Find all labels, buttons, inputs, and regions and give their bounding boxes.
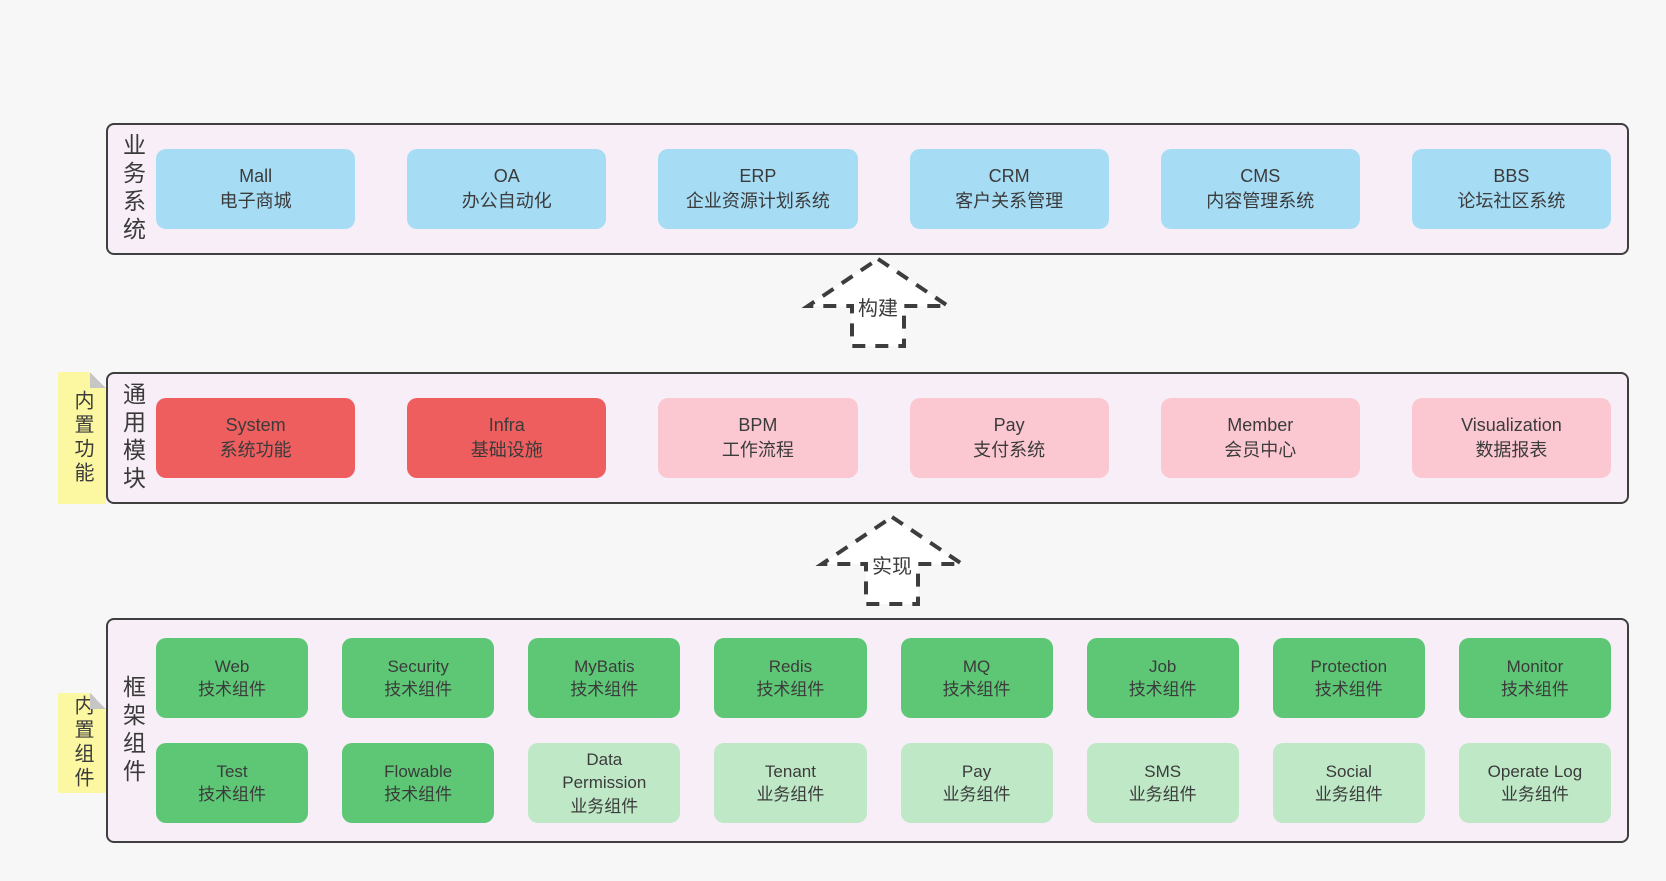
module-box-name: OA — [493, 166, 520, 187]
module-box-name: Web — [214, 656, 250, 676]
box-row: Mall 电子商城 OA 办公自动化 ERP 企业资源计划系统 CRM 客户关系管理 CMS 内容… — [156, 125, 1627, 253]
build-arrow: 构建 — [798, 256, 958, 350]
module-box-name: Pay — [993, 415, 1025, 436]
module-box-desc: 内容管理系统 — [1206, 191, 1315, 211]
module-box-desc: 会员中心 — [1224, 440, 1297, 460]
module-box-name: Test — [216, 761, 248, 781]
module-box-desc: 技术组件 — [756, 680, 825, 699]
module-box-desc: 企业资源计划系统 — [685, 191, 830, 211]
module-box-name: Data Permission — [562, 749, 647, 793]
module-box-name: Redis — [768, 656, 813, 676]
module-box-name: Monitor — [1506, 656, 1564, 676]
module-box-desc: 客户关系管理 — [955, 191, 1064, 211]
module-box-name: SMS — [1144, 761, 1182, 781]
module-box-name: Tenant — [764, 761, 816, 781]
panel-side-label: 通用模块 — [119, 382, 146, 494]
sticky-note-built-in-components: 内置组件 — [58, 693, 106, 793]
panel-common-modules: 通用模块 System 系统功能 Infra 基础设施 BPM 工作流程 Pay 支付系统 Me… — [106, 372, 1629, 504]
module-box-name: Visualization — [1461, 415, 1562, 436]
panel-business-systems: 业务系统 Mall 电子商城 OA 办公自动化 ERP 企业资源计划系统 CRM 客户关系管理… — [106, 123, 1629, 255]
module-box-desc: 业务组件 — [1314, 785, 1383, 804]
module-box-desc: 基础设施 — [470, 440, 543, 460]
module-box-desc: 技术组件 — [1314, 680, 1383, 699]
module-box-desc: 论坛社区系统 — [1457, 191, 1566, 211]
module-box: Social 业务组件 — [1272, 743, 1425, 823]
module-box-name: Job — [1148, 656, 1177, 676]
module-box: CMS 内容管理系统 — [1160, 149, 1360, 229]
module-box-desc: 业务组件 — [570, 796, 639, 816]
module-box: MQ 技术组件 — [900, 638, 1053, 718]
module-box-name: Social — [1325, 761, 1372, 781]
panel-side-label: 业务系统 — [119, 133, 146, 245]
module-box-name: CRM — [988, 166, 1030, 187]
module-box: Protection 技术组件 — [1272, 638, 1425, 718]
module-box: System 系统功能 — [156, 398, 356, 478]
module-box: Visualization 数据报表 — [1411, 398, 1612, 478]
module-box: Pay 支付系统 — [909, 398, 1109, 478]
module-box: BPM 工作流程 — [658, 398, 858, 478]
module-box-desc: 技术组件 — [570, 680, 639, 699]
module-box-name: BBS — [1493, 166, 1530, 187]
module-box-name: System — [225, 415, 286, 436]
module-box-desc: 技术组件 — [1500, 680, 1569, 699]
module-box: Infra 基础设施 — [407, 398, 607, 478]
module-box: Pay 业务组件 — [900, 743, 1053, 823]
module-box-desc: 办公自动化 — [461, 191, 552, 211]
module-box-name: Infra — [488, 415, 525, 436]
module-box: Member 会员中心 — [1160, 398, 1360, 478]
module-box-name: ERP — [739, 166, 777, 187]
module-box-desc: 技术组件 — [384, 680, 453, 699]
module-box: Redis 技术组件 — [714, 638, 867, 718]
module-box-name: Member — [1227, 415, 1294, 436]
module-box-desc: 系统功能 — [219, 440, 292, 460]
panel-side-label: 框架组件 — [119, 674, 146, 787]
module-box: Security 技术组件 — [342, 638, 495, 718]
module-box: Monitor 技术组件 — [1458, 638, 1611, 718]
module-box: Web 技术组件 — [156, 638, 309, 718]
module-box-name: MQ — [962, 656, 991, 676]
module-box-desc: 业务组件 — [1500, 785, 1569, 804]
module-box-name: Pay — [961, 761, 992, 781]
module-box-desc: 技术组件 — [384, 785, 453, 804]
module-box-desc: 技术组件 — [1128, 680, 1197, 699]
module-box-name: MyBatis — [574, 656, 635, 676]
module-box-name: Protection — [1310, 656, 1388, 676]
module-box: Operate Log 业务组件 — [1458, 743, 1611, 823]
module-box: SMS 业务组件 — [1086, 743, 1239, 823]
module-box: ERP 企业资源计划系统 — [658, 149, 858, 229]
module-box: CRM 客户关系管理 — [909, 149, 1109, 229]
build-arrow-label: 构建 — [855, 290, 901, 322]
module-box-desc: 工作流程 — [721, 440, 794, 460]
module-box: OA 办公自动化 — [407, 149, 607, 229]
module-box-desc: 电子商城 — [219, 191, 292, 211]
module-box: Flowable 技术组件 — [342, 743, 495, 823]
sticky-note-built-in-features: 内置功能 — [58, 372, 106, 504]
module-box-desc: 支付系统 — [973, 440, 1046, 460]
module-box-name: Security — [387, 656, 449, 676]
box-row: System 系统功能 Infra 基础设施 BPM 工作流程 Pay 支付系统 Member 会… — [156, 374, 1627, 502]
module-box-desc: 业务组件 — [756, 785, 825, 804]
module-box: Job 技术组件 — [1086, 638, 1239, 718]
module-box: BBS 论坛社区系统 — [1411, 149, 1612, 229]
module-box-name: Mall — [239, 166, 273, 187]
module-box: Data Permission 业务组件 — [528, 743, 681, 823]
module-box-name: Operate Log — [1487, 761, 1583, 781]
module-box-desc: 技术组件 — [198, 680, 267, 699]
module-box-desc: 业务组件 — [942, 785, 1011, 804]
module-box: Test 技术组件 — [156, 743, 309, 823]
module-box-name: Flowable — [384, 761, 453, 781]
module-box: Mall 电子商城 — [156, 149, 356, 229]
module-box-desc: 技术组件 — [198, 785, 267, 804]
module-box-desc: 技术组件 — [942, 680, 1011, 699]
implement-arrow: 实现 — [812, 514, 972, 608]
module-box-name: CMS — [1240, 166, 1281, 187]
implement-arrow-label: 实现 — [869, 548, 915, 580]
module-box-desc: 数据报表 — [1475, 440, 1548, 460]
module-box: MyBatis 技术组件 — [528, 638, 681, 718]
module-box-name: BPM — [738, 415, 778, 436]
module-box-desc: 业务组件 — [1128, 785, 1197, 804]
module-box: Tenant 业务组件 — [714, 743, 867, 823]
